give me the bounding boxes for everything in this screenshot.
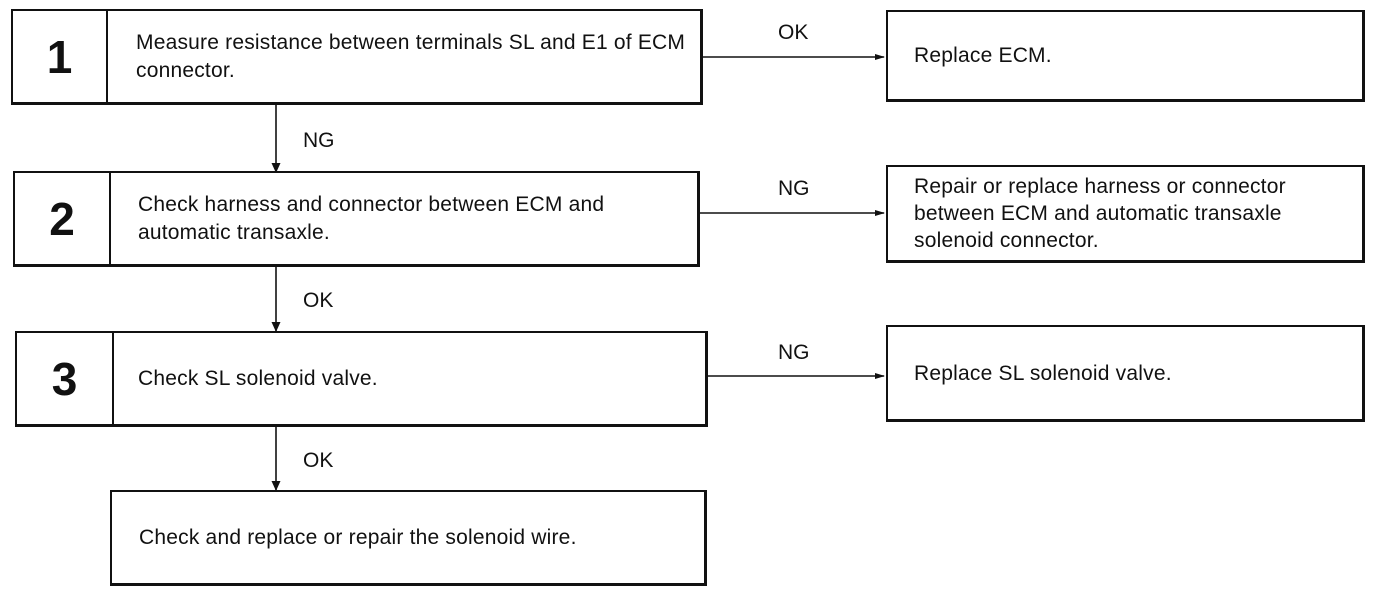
step-box-1: 1 Measure resistance between terminals S… xyxy=(11,9,703,105)
step-text-2: Check harness and connector between ECM … xyxy=(138,192,605,244)
result-box-2: Repair or replace harness or connector b… xyxy=(886,165,1365,263)
step-box-3: 3 Check SL solenoid valve. xyxy=(15,331,708,427)
result-text-1: Replace ECM. xyxy=(914,44,1052,67)
step-number-3: 3 xyxy=(17,333,114,424)
step-box-2: 2 Check harness and connector between EC… xyxy=(13,171,700,267)
branch-label-step1-ng: NG xyxy=(303,129,335,152)
branch-label-step1-ok: OK xyxy=(778,21,809,44)
result-text-2: Repair or replace harness or connector b… xyxy=(914,175,1286,252)
branch-label-step2-ng: NG xyxy=(778,177,810,200)
branch-label-step3-ng: NG xyxy=(778,341,810,364)
step-text-3: Check SL solenoid valve. xyxy=(138,366,378,390)
step-number-2: 2 xyxy=(15,173,111,264)
result-text-3: Replace SL solenoid valve. xyxy=(914,361,1172,385)
result-box-3: Replace SL solenoid valve. xyxy=(886,325,1365,422)
final-step-box: Check and replace or repair the solenoid… xyxy=(110,490,707,586)
step-text-1: Measure resistance between terminals SL … xyxy=(136,30,686,82)
branch-label-step3-ok: OK xyxy=(303,449,334,472)
result-box-1: Replace ECM. xyxy=(886,10,1365,102)
branch-label-step2-ok: OK xyxy=(303,289,334,312)
final-step-text: Check and replace or repair the solenoid… xyxy=(139,526,577,549)
step-number-1: 1 xyxy=(13,11,108,102)
